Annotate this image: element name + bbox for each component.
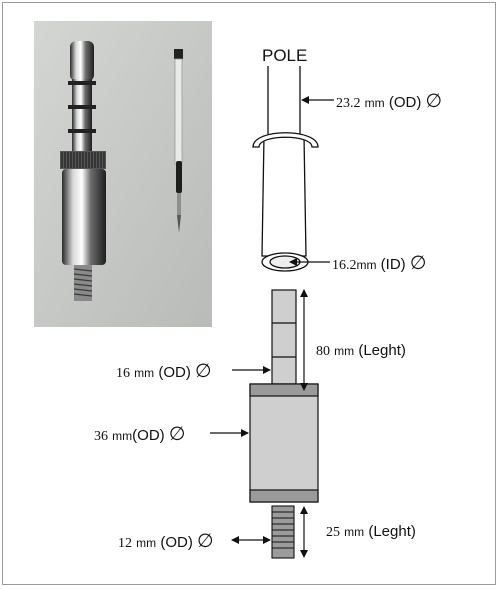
pole-upper: [267, 66, 301, 140]
diameter-symbol-icon: ∅: [425, 90, 443, 112]
label-unit: mm: [334, 344, 355, 358]
body: [249, 383, 319, 503]
label-value: 16.2: [332, 258, 357, 273]
label-thread-length: 25 mm (Leght): [326, 524, 416, 540]
label-value: 16: [116, 366, 130, 381]
diameter-symbol-icon: ∅: [409, 252, 427, 274]
label-spec: (Leght): [358, 342, 406, 359]
label-spec: (OD): [388, 94, 422, 111]
label-spec: (ID): [380, 256, 406, 273]
thread: [271, 505, 295, 559]
label-unit: mm: [344, 525, 365, 539]
label-spec: (OD): [160, 534, 193, 551]
label-unit: mm: [364, 96, 385, 110]
label-unit: mm: [136, 536, 157, 550]
label-pole-id: 16.2mm (ID) ∅: [332, 254, 426, 273]
pole-tube: [252, 132, 319, 272]
photo-illustration: [34, 21, 212, 327]
label-value: 12: [118, 536, 132, 551]
label-spec: (Leght): [368, 523, 416, 540]
label-thread-od: 12 mm (OD) ∅: [118, 532, 214, 551]
label-value: 23.2: [336, 96, 361, 111]
label-spec: (OD): [132, 427, 165, 444]
label-value: 36: [94, 429, 108, 444]
label-unit: mm: [356, 258, 377, 272]
label-body-od: 36 mm(OD) ∅: [94, 425, 185, 444]
label-pin-length: 80 mm (Leght): [316, 343, 406, 359]
product-photo: [34, 21, 212, 327]
diameter-symbol-icon: ∅: [197, 530, 214, 552]
label-value: 25: [326, 525, 340, 540]
pin: [271, 289, 297, 385]
label-pole-od: 23.2 mm (OD) ∅: [336, 92, 442, 111]
diameter-symbol-icon: ∅: [195, 360, 212, 382]
diameter-symbol-icon: ∅: [168, 423, 186, 445]
label-unit: mm: [112, 429, 133, 443]
pole-title: POLE: [262, 46, 308, 65]
label-pin-od: 16 mm (OD) ∅: [116, 362, 212, 381]
label-value: 80: [316, 344, 330, 359]
label-spec: (OD): [158, 364, 191, 381]
label-unit: mm: [134, 366, 155, 380]
